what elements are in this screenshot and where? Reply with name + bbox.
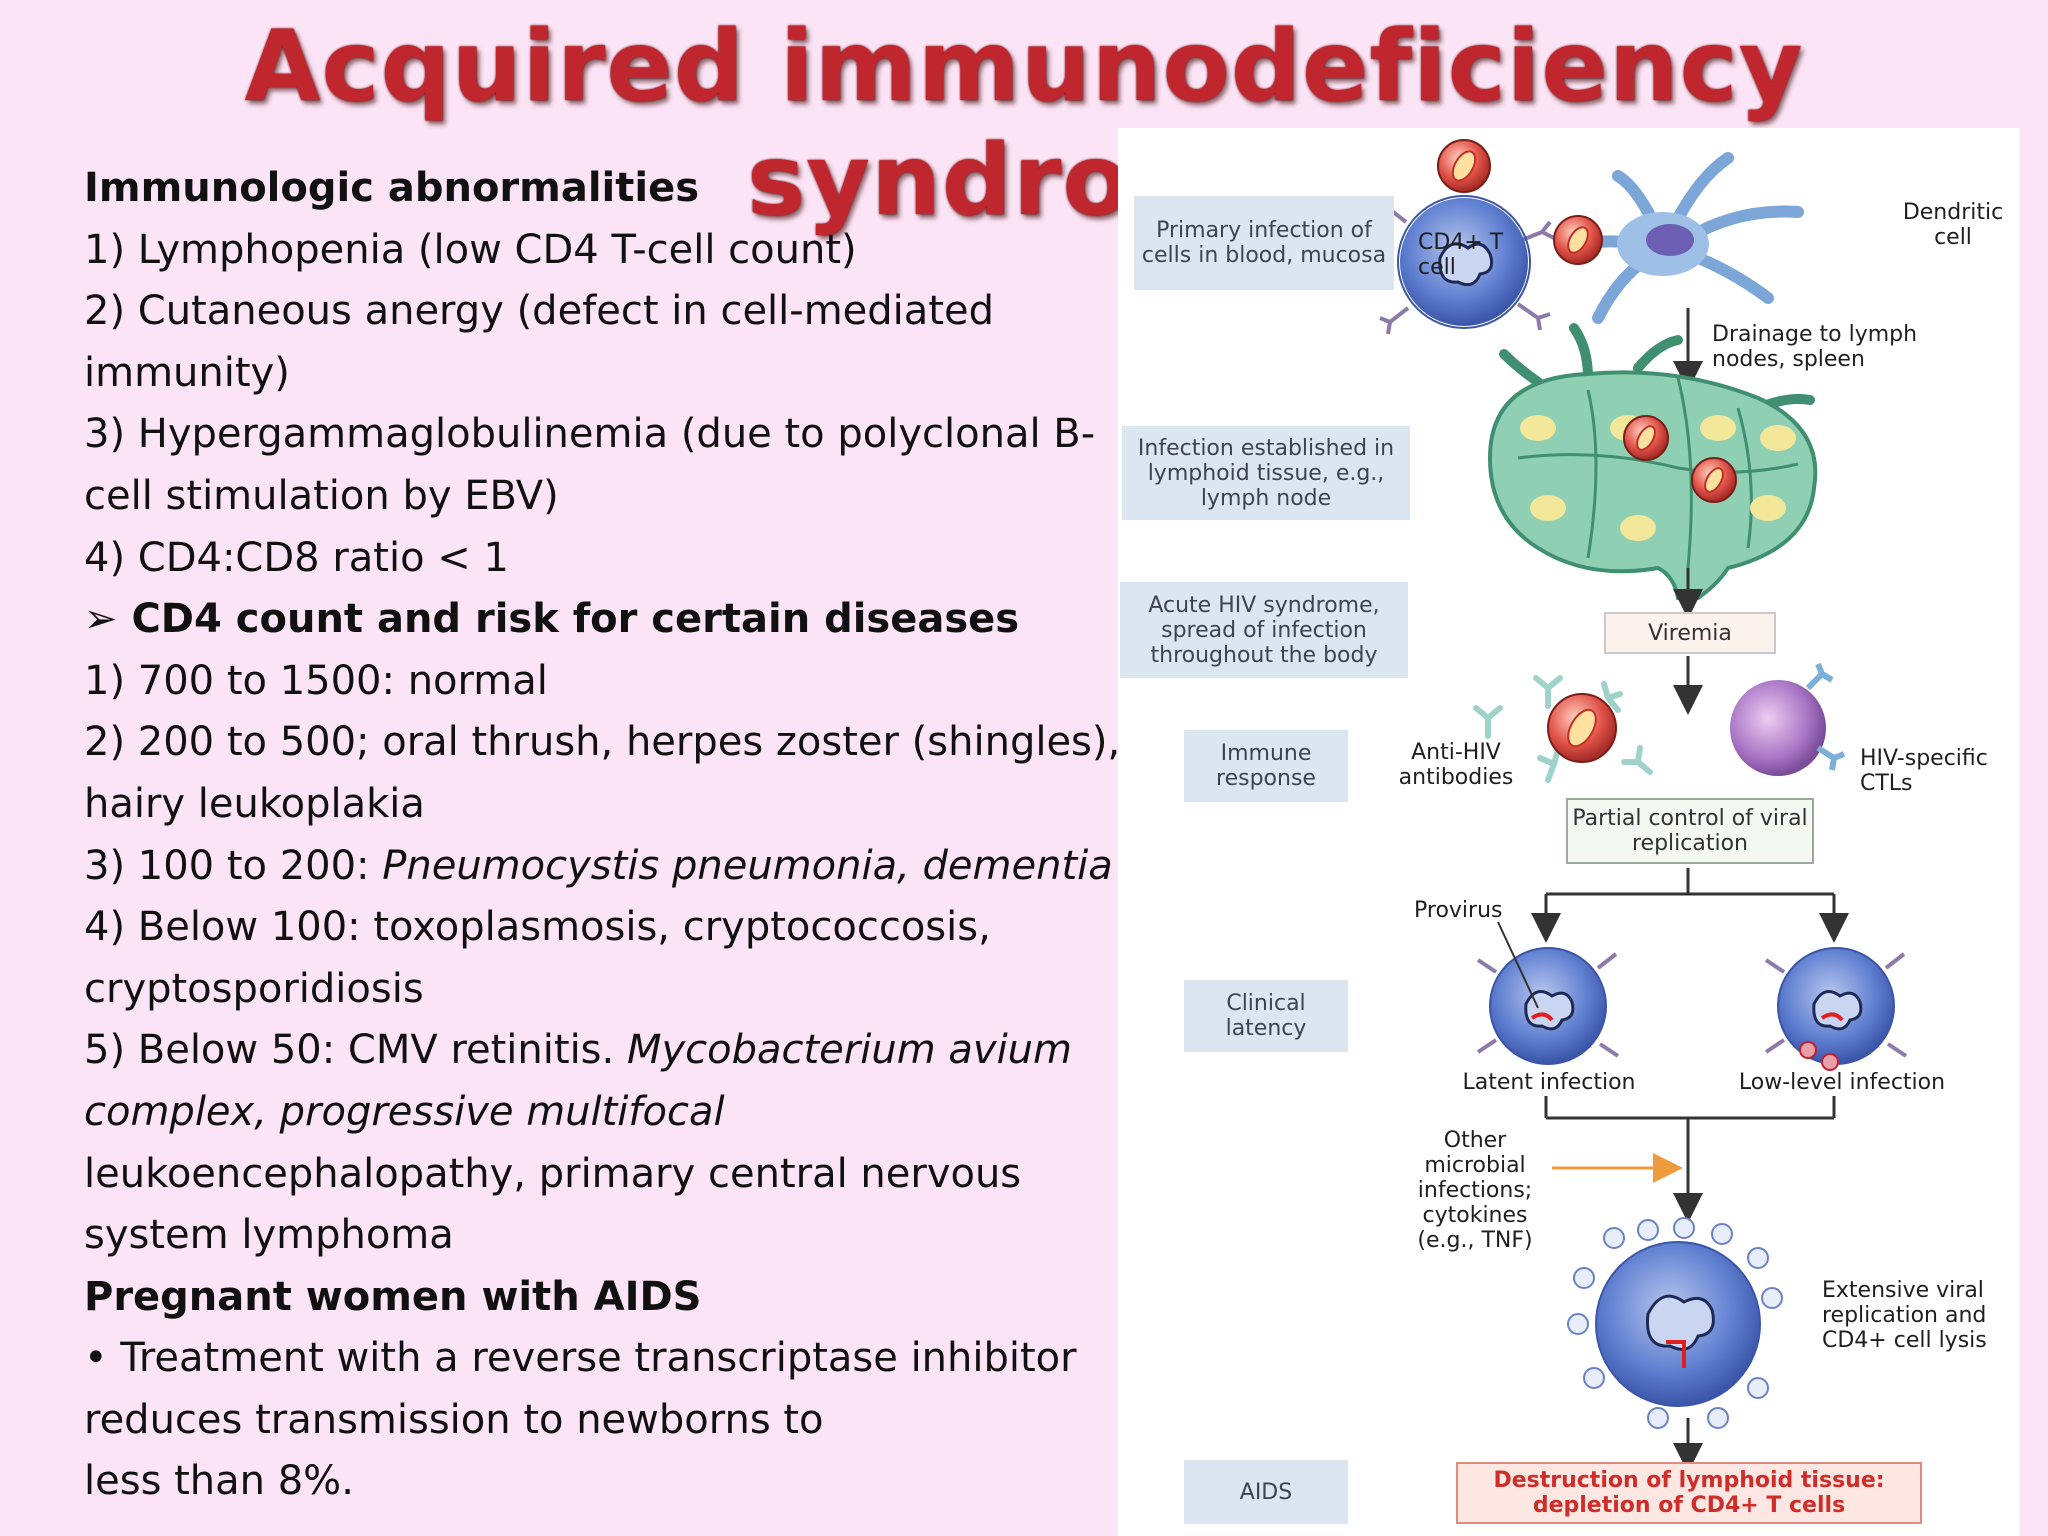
list-item: 5) Below 50: CMV retinitis. Mycobacteriu… — [84, 1020, 1144, 1082]
stage-acute: Acute HIV syndrome, spread of infection … — [1120, 582, 1408, 678]
risk3-italic: Pneumocystis pneumonia, dementia — [382, 842, 1113, 889]
list-item: 1) Lymphopenia (low CD4 T-cell count) — [84, 226, 857, 273]
list-item: hairy leukoplakia — [84, 780, 425, 827]
virus-icon — [1547, 693, 1617, 763]
abnormalities-heading: Immunologic abnormalities — [84, 165, 700, 211]
virus-icon — [1437, 139, 1491, 193]
label-extensive-replication: Extensive viral replication and CD4+ cel… — [1822, 1278, 1987, 1353]
virus-icon — [1691, 457, 1737, 503]
low-level-cell-icon — [1764, 947, 1908, 1071]
label-lowlevel: Low-level infection — [1738, 1070, 1946, 1095]
arrow-bullet-icon: ➢ — [84, 596, 118, 643]
virus-icon — [1623, 415, 1669, 461]
list-item: • Treatment with a reverse transcriptase… — [84, 1335, 1077, 1382]
box-partial-control: Partial control of viral replication — [1566, 798, 1814, 864]
label-anti-hiv: Anti-HIV antibodies — [1398, 740, 1514, 790]
cd4-tcell-icon — [1375, 195, 1555, 335]
dendritic-cell-icon — [1562, 152, 1804, 324]
list-item: less than 8%. — [84, 1458, 354, 1505]
list-item: 2) Cutaneous anergy (defect in cell-medi… — [84, 288, 994, 335]
list-item: system lymphoma — [84, 1212, 454, 1259]
list-item: 4) CD4:CD8 ratio < 1 — [84, 534, 509, 581]
list-item: 3) 100 to 200: Pneumocystis pneumonia, d… — [84, 836, 1144, 898]
stage-established: Infection established in lymphoid tissue… — [1122, 426, 1410, 520]
label-hiv-ctls: HIV-specific CTLs — [1860, 746, 1988, 796]
risk5-italic: Mycobacterium avium — [626, 1027, 1072, 1074]
list-item: cryptosporidiosis — [84, 965, 424, 1012]
antibody-icon — [1473, 675, 1653, 783]
label-provirus: Provirus — [1414, 898, 1503, 923]
virus-icon — [1553, 215, 1603, 265]
box-viremia: Viremia — [1604, 612, 1776, 654]
ctl-cell-icon — [1730, 662, 1846, 776]
pregnant-heading: Pregnant women with AIDS — [84, 1273, 702, 1320]
list-item: 2) 200 to 500; oral thrush, herpes zoste… — [84, 719, 1121, 766]
label-dendritic: Dendritic cell — [1902, 200, 2004, 250]
figure-drawing — [1375, 139, 1908, 1473]
box-destruction: Destruction of lymphoid tissue: depletio… — [1456, 1462, 1922, 1524]
list-item: complex, progressive multifocal — [84, 1088, 725, 1135]
cd4-risk-heading: ➢ CD4 count and risk for certain disease… — [84, 589, 1144, 651]
cd4-heading-text: CD4 count and risk for certain diseases — [131, 596, 1020, 643]
risk5-prefix: 5) Below 50: CMV retinitis. — [84, 1027, 627, 1074]
list-item: leukoencephalopathy, primary central ner… — [84, 1150, 1022, 1197]
list-item: cell stimulation by EBV) — [84, 472, 559, 519]
label-other-infections: Other microbial infections; cytokines (e… — [1417, 1128, 1533, 1253]
hiv-pathogenesis-figure: Primary infection of cells in blood, muc… — [1118, 128, 2020, 1536]
stage-primary: Primary infection of cells in blood, muc… — [1134, 196, 1394, 290]
stage-immune: Immune response — [1184, 730, 1348, 802]
label-cd4-tcell: CD4+ T cell — [1418, 230, 1504, 280]
risk3-prefix: 3) 100 to 200: — [84, 842, 383, 889]
lysing-cell-icon — [1567, 1217, 1783, 1429]
latent-cell-icon — [1476, 921, 1620, 1065]
stage-latency: Clinical latency — [1184, 980, 1348, 1052]
list-item: 3) Hypergammaglobulinemia (due to polycl… — [84, 411, 1096, 458]
stage-aids: AIDS — [1184, 1460, 1348, 1524]
label-drainage: Drainage to lymph nodes, spleen — [1712, 322, 1918, 372]
label-latent: Latent infection — [1462, 1070, 1636, 1095]
list-item: immunity) — [84, 349, 290, 396]
list-item: 1) 700 to 1500: normal — [84, 657, 548, 704]
list-item: 4) Below 100: toxoplasmosis, cryptococco… — [84, 904, 991, 951]
text-column: Immunologic abnormalities 1) Lymphopenia… — [84, 158, 1144, 1513]
list-item: reduces transmission to newborns to — [84, 1396, 824, 1443]
